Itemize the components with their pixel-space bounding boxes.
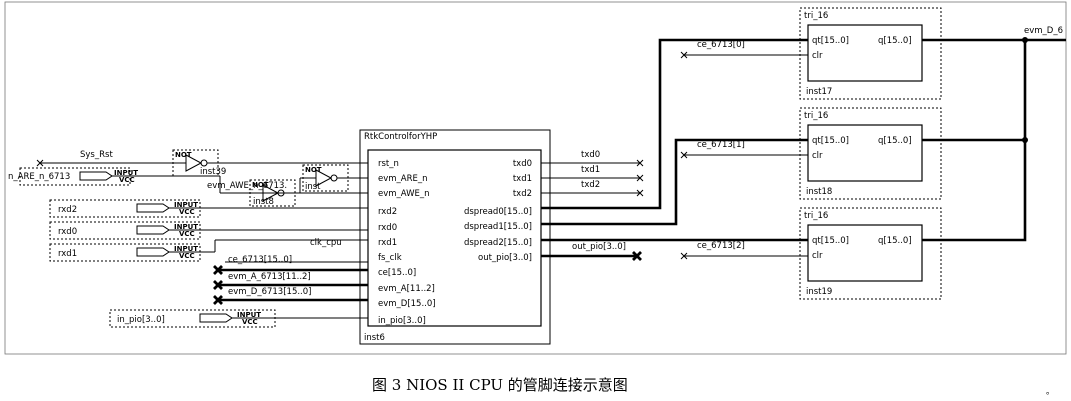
- thin-x-markers: [36, 51, 688, 260]
- pin-vcc-tag: VCC: [179, 230, 195, 238]
- pin-shape-rxd2: [136, 203, 170, 213]
- net-txd0: txd0: [581, 150, 600, 160]
- tri-instance: inst19: [806, 287, 832, 297]
- pin-shape-rxd0: [136, 225, 170, 235]
- figure-caption: 图 3 NIOS II CPU 的管脚连接示意图: [372, 376, 628, 394]
- pin-input-tag: INPUT: [237, 311, 261, 319]
- tri-port-clr: clr: [812, 251, 823, 261]
- tri-port-q: q[15..0]: [878, 36, 912, 46]
- left-port-label: evm_ARE_n: [378, 174, 428, 184]
- net-ce: ce_6713[15..0]: [228, 255, 292, 265]
- gate-inst: inst: [305, 182, 321, 192]
- left-port-label: rxd1: [378, 238, 397, 248]
- pin-vcc-tag: VCC: [119, 176, 135, 184]
- left-port-label: rxd0: [378, 223, 397, 233]
- tri-port-qt: qt[15..0]: [812, 136, 849, 146]
- left-port-label: rst_n: [378, 159, 399, 169]
- tri-title: tri_16: [804, 211, 828, 221]
- tri-blocks: tri_16 qt[15..0] clr q[15..0] inst17 ce_6713[…: [697, 11, 912, 297]
- pin-vcc-tag: VCC: [179, 252, 195, 260]
- input-in-pio: in_pio[3..0]: [117, 315, 165, 325]
- pin-shape-rxd1: [136, 247, 170, 257]
- tri-instance: inst17: [806, 87, 832, 97]
- input-rxd2: rxd2: [58, 205, 77, 215]
- output-bus-label: evm_D_6: [1024, 26, 1063, 36]
- main-block-title: RtkControlforYHP: [364, 132, 437, 142]
- right-port-label: dspread0[15..0]: [464, 207, 532, 217]
- pin-vcc-tag: VCC: [242, 318, 258, 326]
- pin-shape-are: [79, 171, 113, 181]
- main-block-body: [367, 149, 542, 327]
- net-are: n_ARE_n_6713: [8, 172, 70, 182]
- tri-title: tri_16: [804, 111, 828, 121]
- right-port-label: txd2: [513, 189, 532, 199]
- tri-ce-net: ce_6713[0]: [697, 40, 745, 50]
- tri-port-clr: clr: [812, 51, 823, 61]
- left-port-label: ce[15..0]: [378, 268, 416, 278]
- pin-input-tag: INPUT: [174, 223, 198, 231]
- right-port-label: dspread2[15..0]: [464, 238, 532, 248]
- net-evm-d: evm_D_6713[15..0]: [228, 287, 311, 297]
- bus-wires: [218, 38, 1066, 302]
- left-port-label: evm_D[15..0]: [378, 299, 436, 309]
- tri-title: tri_16: [804, 11, 828, 21]
- tri-ce-net: ce_6713[2]: [697, 241, 745, 251]
- tri-port-clr: clr: [812, 151, 823, 161]
- bus-x-markers: [213, 251, 642, 305]
- net-out-pio: out_pio[3..0]: [572, 242, 626, 252]
- pin-frame-are: [19, 167, 131, 186]
- input-rxd0: rxd0: [58, 227, 77, 237]
- pin-vcc-tag: VCC: [179, 208, 195, 216]
- net-clk: clk_cpu: [310, 238, 342, 248]
- tri-ce-net: ce_6713[1]: [697, 140, 745, 150]
- tri-body-3: [807, 224, 923, 282]
- left-port-label: fs_clk: [378, 253, 402, 263]
- pin-shape-inpio: [199, 313, 233, 323]
- tri-port-q: q[15..0]: [878, 236, 912, 246]
- thin-wires: [40, 54, 808, 319]
- not-label-3: NOT: [305, 166, 322, 174]
- caption-tail: 。: [1046, 387, 1055, 397]
- gate-inst8: inst8: [253, 197, 274, 207]
- main-block-frame: [359, 129, 551, 345]
- pin-input-tag: INPUT: [174, 201, 198, 209]
- tri-instance: inst18: [806, 187, 832, 197]
- net-awe: evm_AWE_n_6713.: [207, 181, 287, 191]
- tri-port-q: q[15..0]: [878, 136, 912, 146]
- pin-input-tag: INPUT: [114, 169, 138, 177]
- tri-body-1: [807, 24, 923, 82]
- pin-frame-rxd0: [49, 221, 201, 240]
- diagram-frame: [4, 1, 1067, 355]
- left-port-label: evm_A[11..2]: [378, 284, 435, 294]
- gate-inst39: inst39: [200, 167, 226, 177]
- tri-body-2: [807, 124, 923, 182]
- pin-input-tag: INPUT: [174, 245, 198, 253]
- net-sys-rst: Sys_Rst: [80, 150, 113, 160]
- right-port-label: txd1: [513, 174, 532, 184]
- main-block-left-ports: rst_n evm_ARE_n evm_AWE_n rxd2 rxd0 rxd1 fs_cl…: [378, 159, 436, 326]
- not-label-2: NOT: [252, 181, 269, 189]
- right-port-label: out_pio[3..0]: [478, 253, 532, 263]
- right-port-label: txd0: [513, 159, 532, 169]
- not-label-1: NOT: [175, 151, 192, 159]
- right-port-label: dspread1[15..0]: [464, 222, 532, 232]
- left-port-label: evm_AWE_n: [378, 189, 430, 199]
- net-txd2: txd2: [581, 180, 600, 190]
- left-port-label: rxd2: [378, 207, 397, 217]
- tri-port-qt: qt[15..0]: [812, 36, 849, 46]
- main-block-instance: inst6: [364, 333, 385, 343]
- pin-frame-rxd2: [49, 199, 201, 218]
- net-evm-a: evm_A_6713[11..2]: [228, 272, 311, 282]
- tri-port-qt: qt[15..0]: [812, 236, 849, 246]
- input-rxd1: rxd1: [58, 249, 77, 259]
- net-txd1: txd1: [581, 165, 600, 175]
- pin-frame-rxd1: [49, 243, 201, 262]
- left-port-label: in_pio[3..0]: [378, 316, 426, 326]
- bus-junctions: [1022, 37, 1028, 143]
- main-block-right-ports: txd0 txd1 txd2 dspread0[15..0] dspread1[15..…: [464, 159, 532, 263]
